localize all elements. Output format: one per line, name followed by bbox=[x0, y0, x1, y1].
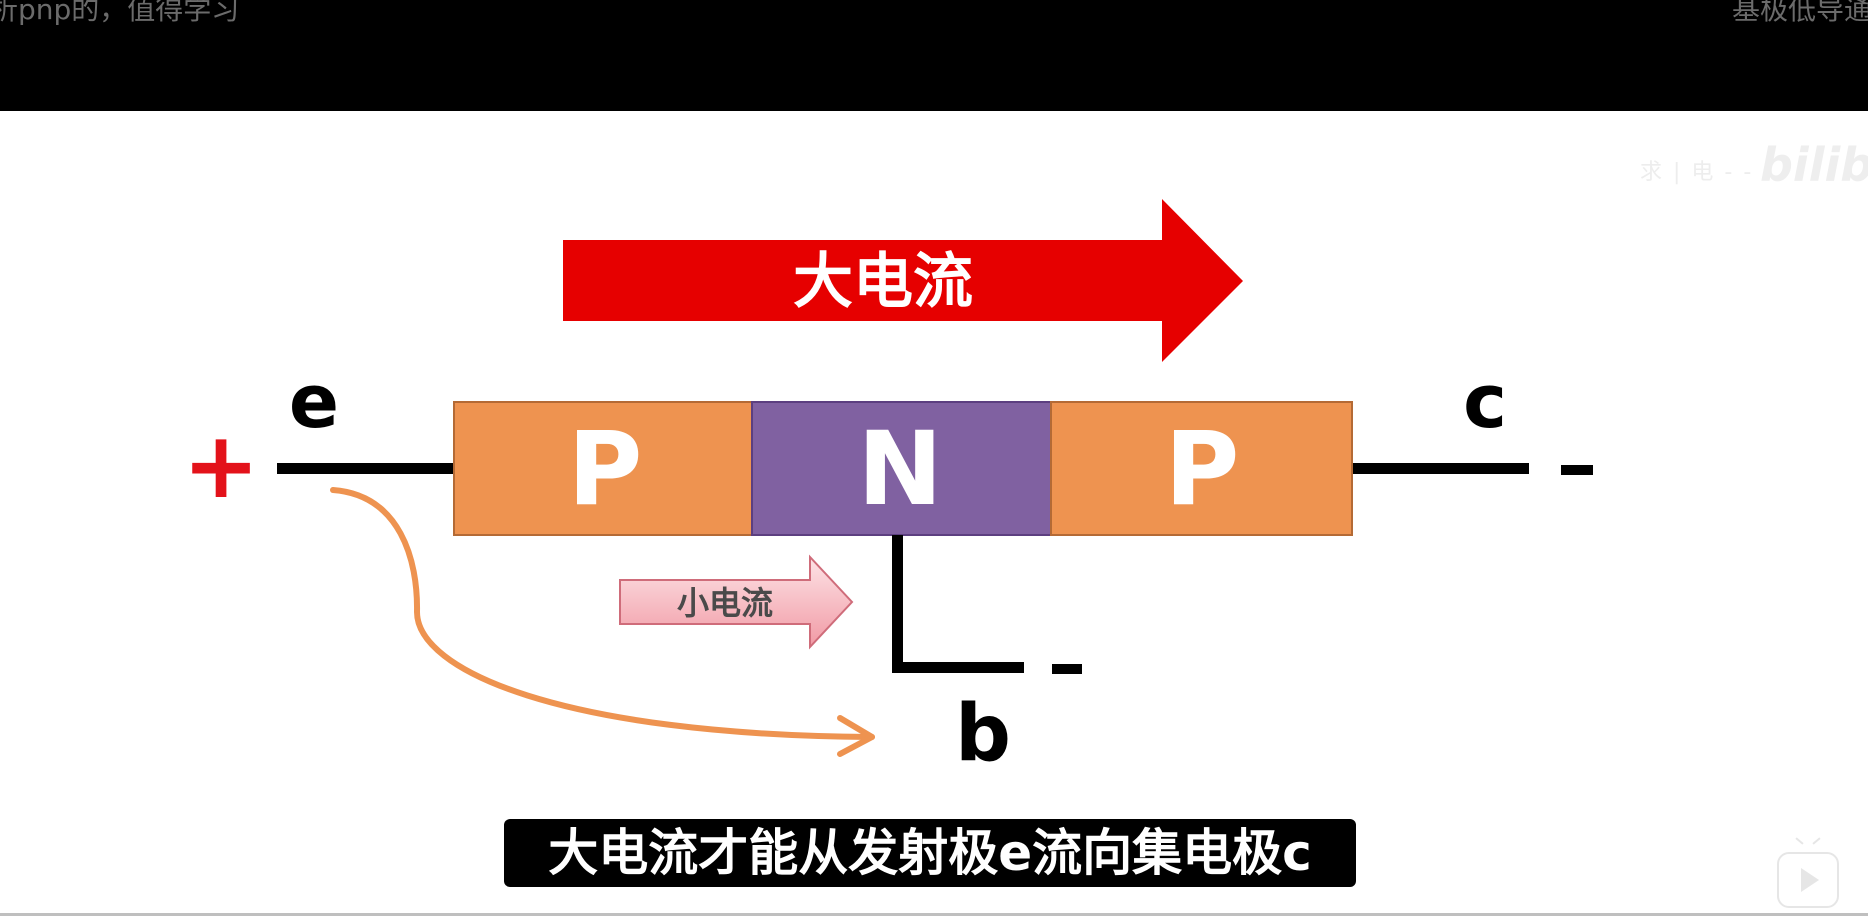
bilibili-watermark: 求 | 电 - - bilibili bbox=[1640, 138, 1868, 192]
emitter-flow-arrowhead bbox=[837, 715, 875, 757]
collector-label: c bbox=[1463, 359, 1507, 445]
bottom-border bbox=[0, 913, 1868, 916]
base-lead-vertical bbox=[892, 535, 903, 673]
p-region-collector-label: P bbox=[1165, 410, 1240, 529]
small-current-label: 小电流 bbox=[677, 584, 773, 622]
tv-play-icon[interactable] bbox=[1777, 852, 1839, 908]
emitter-plus-sign: + bbox=[182, 412, 259, 519]
watermark-text: 求 | 电 - - bbox=[1640, 160, 1754, 185]
small-current-arrow bbox=[619, 554, 854, 650]
big-current-label: 大电流 bbox=[793, 247, 973, 317]
previous-subtitle-left: 析pnp的，值得学习 bbox=[0, 0, 240, 26]
previous-subtitle-right: 基极低导通 bbox=[1731, 0, 1868, 26]
emitter-flow-curve bbox=[330, 487, 875, 740]
p-region-emitter bbox=[453, 401, 753, 536]
emitter-label: e bbox=[289, 359, 339, 445]
base-label: b bbox=[955, 689, 1011, 779]
base-lead-horizontal bbox=[892, 662, 1024, 673]
play-triangle-icon bbox=[1801, 868, 1819, 892]
big-current-arrow bbox=[563, 199, 1243, 362]
base-minus-sign bbox=[1052, 664, 1082, 674]
p-region-emitter-label: P bbox=[568, 410, 643, 529]
n-region-base bbox=[751, 401, 1052, 536]
video-subtitle: 大电流才能从发射极e流向集电极c bbox=[504, 819, 1356, 887]
top-letterbox-bar: 析pnp的，值得学习 基极低导通 bbox=[0, 0, 1868, 111]
collector-lead bbox=[1352, 463, 1529, 474]
bilibili-logo-icon: bilibili bbox=[1760, 138, 1868, 192]
collector-minus-sign bbox=[1561, 465, 1593, 475]
n-region-label: N bbox=[857, 410, 942, 529]
emitter-lead bbox=[277, 463, 455, 474]
p-region-collector bbox=[1050, 401, 1353, 536]
